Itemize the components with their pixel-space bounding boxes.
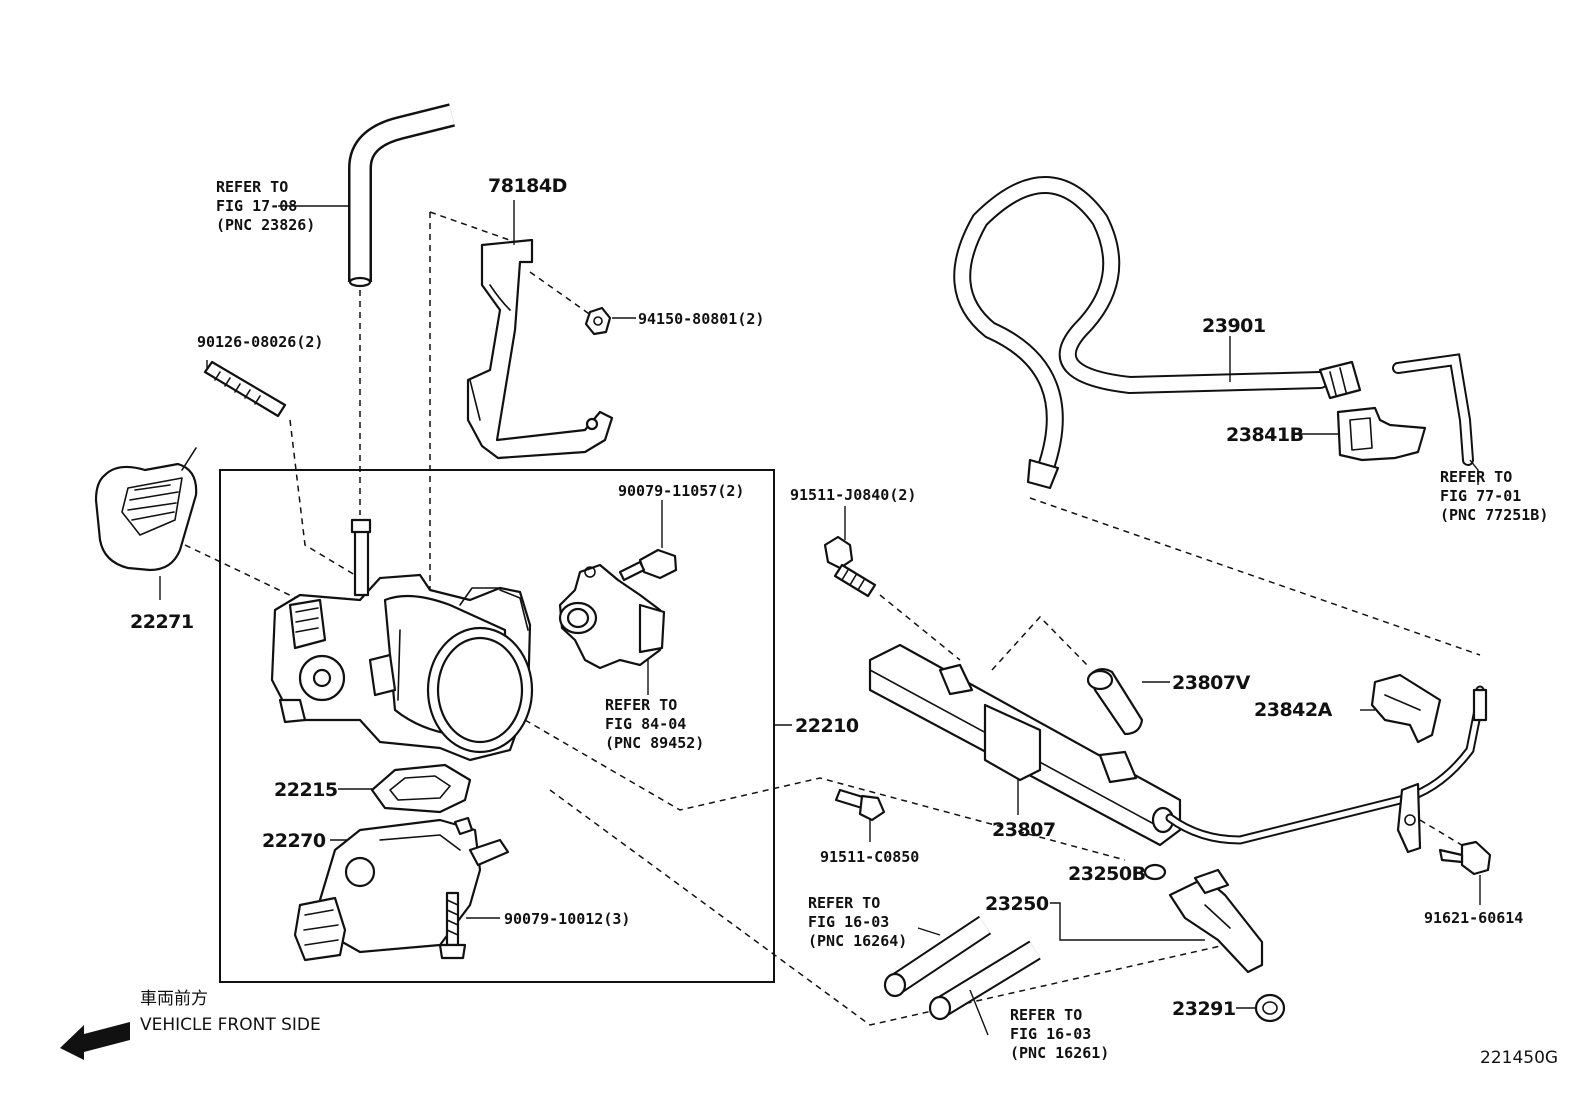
label-23901: 23901 <box>1202 315 1266 337</box>
label-90079-11057: 90079-11057(2) <box>618 482 744 500</box>
throttle-position-sensor <box>558 563 666 670</box>
direction-label-jp: 車両前方 <box>140 989 208 1009</box>
vent-tube <box>1392 353 1474 466</box>
label-90126: 90126-08026(2) <box>197 333 323 351</box>
o-ring-23250b <box>1143 863 1167 881</box>
label-23250: 23250 <box>985 893 1049 915</box>
ref-84-04-line3: (PNC 89452) <box>605 734 704 752</box>
diagram-id: 221450G <box>1480 1048 1558 1068</box>
fuel-hose-23901 <box>953 176 1362 490</box>
upper-hose <box>348 103 455 288</box>
harness-tubes <box>883 915 1041 1021</box>
grommet-23291 <box>1254 993 1286 1023</box>
stud-bolt-90126 <box>203 360 287 418</box>
label-23807v: 23807V <box>1172 672 1251 694</box>
label-78184d: 78184D <box>488 175 567 197</box>
ref-77-01-line2: FIG 77-01 <box>1440 487 1521 505</box>
ref-77-01-line1: REFER TO <box>1440 468 1512 486</box>
label-23291: 23291 <box>1172 998 1236 1020</box>
gasket-22271 <box>94 447 198 572</box>
label-23841b: 23841B <box>1226 424 1304 446</box>
bracket-78184d <box>466 238 614 460</box>
label-91511-c0850: 91511-C0850 <box>820 848 919 866</box>
leader-lines <box>159 200 1481 1036</box>
ref-17-08-line1: REFER TO <box>216 178 288 196</box>
fuel-pipe-line <box>1165 685 1488 854</box>
label-90079-10012: 90079-10012(3) <box>504 910 630 928</box>
ref-16-03b-line2: FIG 16-03 <box>1010 1025 1091 1043</box>
ref-84-04-line1: REFER TO <box>605 696 677 714</box>
ref-16-03b-line1: REFER TO <box>1010 1006 1082 1024</box>
pressure-damper-23807v <box>1086 668 1144 736</box>
ref-77-01-line3: (PNC 77251B) <box>1440 506 1548 524</box>
ref-17-08-line3: (PNC 23826) <box>216 216 315 234</box>
label-94150: 94150-80801(2) <box>638 310 764 328</box>
idle-control-valve-22270 <box>293 816 510 962</box>
clip-23841b <box>1336 406 1427 462</box>
label-91621: 91621-60614 <box>1424 909 1523 927</box>
throttle-body-assembly-box <box>219 469 775 983</box>
gasket-22215 <box>370 763 472 814</box>
label-22215: 22215 <box>274 779 338 801</box>
screw-90079-10012 <box>438 891 467 960</box>
label-22210: 22210 <box>795 715 859 737</box>
ref-16-03a-line2: FIG 16-03 <box>808 913 889 931</box>
ref-84-04-line2: FIG 84-04 <box>605 715 686 733</box>
bolt-91511-j0840 <box>823 535 877 598</box>
bolt-91621 <box>1438 840 1492 876</box>
bolt-91511-c0850 <box>834 788 886 822</box>
label-91511-j0840: 91511-J0840(2) <box>790 486 916 504</box>
ref-17-08-line2: FIG 17-08 <box>216 197 297 215</box>
throttle-body <box>270 518 534 762</box>
label-22271: 22271 <box>130 611 194 633</box>
fuel-delivery-pipe-23807 <box>868 643 1182 847</box>
clip-23842a <box>1370 673 1442 744</box>
front-direction-arrow-icon <box>60 1022 130 1060</box>
dashed-guide-lines <box>184 211 1481 1026</box>
ref-16-03a-line3: (PNC 16264) <box>808 932 907 950</box>
label-23807: 23807 <box>992 819 1056 841</box>
ref-16-03a-line1: REFER TO <box>808 894 880 912</box>
fuel-injector-23250 <box>1168 868 1264 974</box>
ref-16-03b-line3: (PNC 16261) <box>1010 1044 1109 1062</box>
label-23842a: 23842A <box>1254 699 1333 721</box>
direction-label-en: VEHICLE FRONT SIDE <box>140 1015 321 1035</box>
nut-94150 <box>584 306 612 336</box>
label-22270: 22270 <box>262 830 326 852</box>
screw-90079-11057 <box>618 548 678 582</box>
label-23250b: 23250B <box>1068 863 1146 885</box>
